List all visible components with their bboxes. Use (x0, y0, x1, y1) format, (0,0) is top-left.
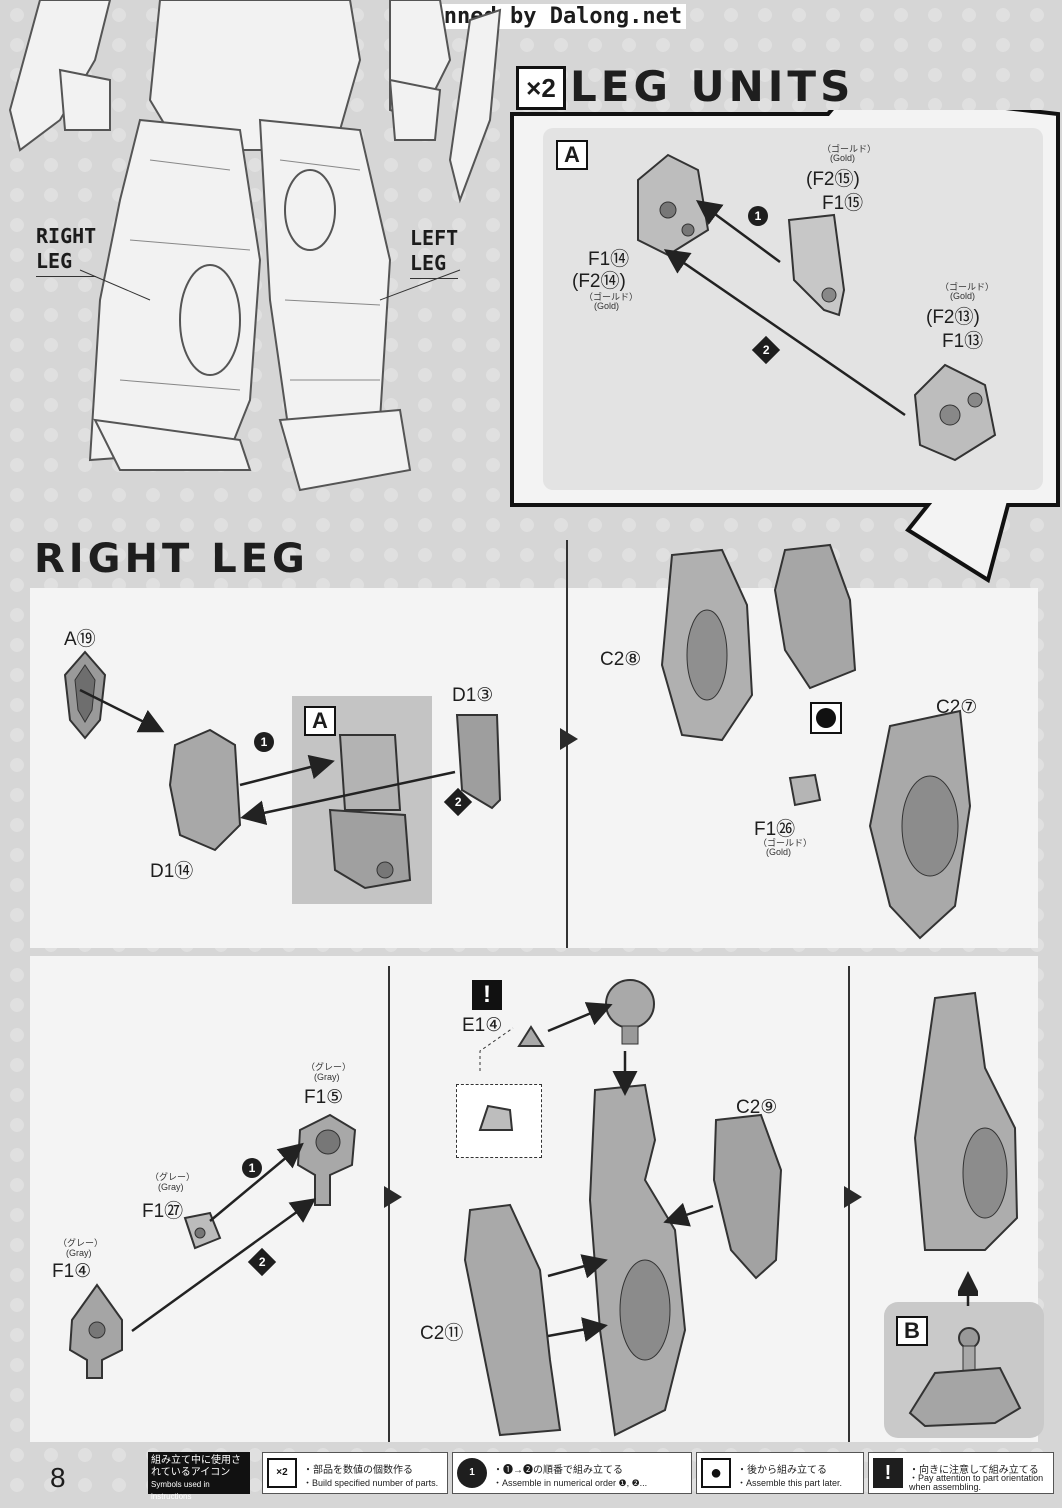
part-finished-leg (913, 991, 1019, 1251)
gray-jp-label-2: （グレー） (150, 1172, 196, 1182)
gray-en-label-2: (Gray) (158, 1182, 184, 1192)
leg-units-step-1-icon: 1 (748, 206, 768, 226)
footer-legend-en: Symbols used in instructions (151, 1480, 210, 1501)
part-label-f1-14: F1⑭ (588, 249, 630, 270)
subassembly-a-part (328, 734, 412, 890)
gold-jp-label-4: （ゴールド） (758, 838, 813, 848)
part-label-f2-13: (F2⑬) (926, 307, 980, 328)
gold-jp-label-2: （ゴールド） (584, 292, 639, 302)
build-later-icon (810, 702, 842, 734)
part-c2-8 (660, 548, 754, 742)
step-arrow-3 (844, 1186, 862, 1208)
subassembly-a-box: A (556, 140, 588, 170)
multiply-icon: ×2 (267, 1458, 297, 1488)
leg-unit-part-f1-15 (787, 213, 846, 317)
part-label-f1-15: F1⑮ (822, 193, 864, 214)
part-c2-7 (868, 709, 972, 940)
footer-item-en: ・Pay attention to part orientation when … (909, 1473, 1044, 1492)
part-f1-26 (788, 773, 822, 807)
step-arrow-2 (384, 1186, 402, 1208)
footer-item-later: ● ・後から組み立てる ・Assemble this part later. (696, 1452, 864, 1494)
footer-item-jp: ・❶→❷の順番で組み立てる (493, 1465, 623, 1476)
leg-unit-part-f1-13 (913, 363, 997, 462)
footer-item-multiply: ×2 ・部品を数値の個数作る ・Build specified number o… (262, 1452, 448, 1494)
step-arrow-1 (560, 728, 578, 750)
footer-legend: 組み立て中に使用されているアイコン Symbols used in instru… (148, 1452, 250, 1501)
part-knee-joint (605, 979, 655, 1045)
part-e1-4 (517, 1025, 545, 1047)
part-label-f1-26: F1㉖ (754, 819, 796, 840)
step4-arrows (479, 1002, 714, 1342)
part-label-f1-27: F1㉗ (142, 1201, 184, 1222)
part-label-f1-4: F1④ (52, 1261, 92, 1282)
part-leg-assembly (588, 1083, 687, 1437)
gold-en-label-4: (Gold) (766, 847, 792, 857)
step3-arrows (131, 1142, 317, 1333)
part-label-f1-13: F1⑬ (942, 331, 984, 352)
robot-legs-illustration (8, 0, 502, 492)
part-label-c2-9: C2⑨ (736, 1097, 778, 1118)
order-icon: 1 (457, 1458, 487, 1488)
part-label-c2-11: C2⑪ (420, 1323, 464, 1344)
part-a19 (63, 650, 107, 740)
right-leg-title: RIGHT LEG (34, 536, 309, 582)
part-b-foot (908, 1327, 1022, 1428)
step5-arrow (958, 1271, 978, 1306)
part-e1-4-detail (478, 1104, 514, 1131)
part-label-d1-14: D1⑭ (150, 861, 194, 882)
gray-jp-label-1: （グレー） (306, 1062, 352, 1072)
step1-step-1-icon: 1 (254, 732, 274, 752)
part-f1-27 (183, 1211, 222, 1250)
part-label-a19: A⑲ (64, 629, 96, 650)
part-upper-leg-frame (773, 543, 857, 690)
gray-en-label-1: (Gray) (314, 1072, 340, 1082)
footer-item-en: ・Assemble in numerical order ❶, ❷... (493, 1478, 648, 1488)
footer-item-attention: ! ・向きに注意して組み立てる ・Pay attention to part o… (868, 1452, 1054, 1494)
right-leg-callout: RIGHT LEG (36, 224, 97, 277)
footer-item-jp: ・後から組み立てる (737, 1465, 827, 1476)
subassembly-b-box: B (896, 1316, 928, 1346)
attention-footer-icon: ! (873, 1458, 903, 1488)
gold-en-label: (Gold) (830, 153, 856, 163)
part-d1-3 (455, 714, 502, 810)
part-label-d1-3: D1③ (452, 685, 494, 706)
step3-step-1-icon: 1 (242, 1158, 262, 1178)
multiplier-badge: ×2 (516, 66, 566, 110)
part-f1-5 (296, 1113, 357, 1206)
gold-en-label-2: (Gold) (594, 301, 620, 311)
gray-en-label-3: (Gray) (66, 1248, 92, 1258)
footer-legend-jp: 組み立て中に使用されているアイコン (151, 1455, 241, 1478)
part-label-f2-15: (F2⑮) (806, 169, 860, 190)
leg-units-title: LEG UNITS (570, 62, 855, 111)
gold-en-label-3: (Gold) (950, 291, 976, 301)
attention-icon: ! (472, 980, 502, 1010)
part-label-e1-4: E1④ (462, 1015, 503, 1036)
footer-item-jp: ・部品を数値の個数作る (303, 1465, 413, 1476)
part-c2-11 (463, 1203, 562, 1437)
footer-item-en: ・Assemble this part later. (737, 1478, 843, 1488)
watermark: Scanned by Dalong.net (400, 4, 687, 29)
step1-arrows (79, 688, 456, 826)
gold-jp-label: （ゴールド） (822, 144, 877, 154)
part-label-f2-14: (F2⑭) (572, 271, 626, 292)
subassembly-a-inset-box: A (304, 706, 336, 736)
leg-units-arrows (663, 200, 906, 417)
build-later-footer-icon: ● (701, 1458, 731, 1488)
part-label-c2-7: C2⑦ (936, 697, 978, 718)
leg-unit-part-f1-14 (637, 153, 710, 257)
footer-item-jp: ・向きに注意して組み立てる (909, 1465, 1039, 1476)
gold-jp-label-3: （ゴールド） (940, 282, 995, 292)
footer-item-en: ・Build specified number of parts. (303, 1478, 439, 1488)
footer-item-order: 1 ・❶→❷の順番で組み立てる ・Assemble in numerical o… (452, 1452, 692, 1494)
part-label-f1-5: F1⑤ (304, 1087, 344, 1108)
part-c2-9 (712, 1113, 783, 1280)
gray-jp-label-3: （グレー） (58, 1238, 104, 1248)
part-f1-4 (68, 1283, 123, 1379)
part-label-c2-8: C2⑧ (600, 649, 642, 670)
left-leg-callout: LEFT LEG (410, 226, 459, 279)
part-d1-14 (168, 728, 242, 852)
page-number: 8 (50, 1462, 66, 1493)
